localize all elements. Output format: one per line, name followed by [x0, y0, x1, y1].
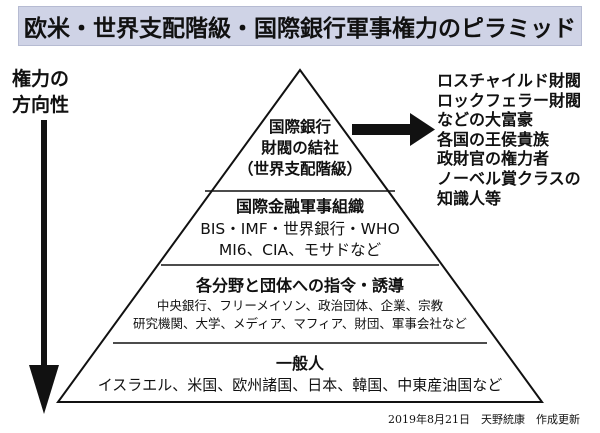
tier2-item: BIS・IMF・世界銀行・WHO — [200, 220, 400, 238]
tier3-item: 中央銀行、フリーメイソン、政治団体、企業、宗教 — [156, 298, 444, 313]
apex-member: ロスチャイルド財閥 — [437, 71, 581, 90]
title-banner: 欧米・世界支配階級・国際銀行軍事権力のピラミッド — [18, 6, 582, 46]
apex-member: ロックフェラー財閥 — [437, 90, 582, 110]
apex-members-list: ロスチャイルド財閥 ロックフェラー財閥 などの大富豪 各国の王侯貴族 政財官の権… — [437, 71, 581, 208]
tier3-title: 各分野と団体への指令・誘導 — [195, 276, 404, 295]
tier3-items: 中央銀行、フリーメイソン、政治団体、企業、宗教 研究機関、大学、メディア、マフィ… — [110, 297, 490, 333]
apex-member: などの大富豪 — [437, 110, 534, 130]
apex-member: 各国の王侯貴族 — [437, 129, 550, 149]
apex-line: （世界支配階級） — [237, 160, 362, 178]
apex-member: ノーベル賞クラスの — [437, 168, 581, 188]
footer-credit: 2019年8月21日 天野統康 作成更新 — [388, 413, 580, 426]
apex-member: 政財官の権力者 — [437, 149, 550, 169]
apex-tier: 国際銀行 財閥の結社 （世界支配階級） — [236, 117, 364, 180]
power-direction-label: 権力の 方向性 — [12, 66, 69, 118]
tier2-items: BIS・IMF・世界銀行・WHO MI6、CIA、モサドなど — [180, 219, 420, 261]
apex-member: 知識人等 — [437, 188, 502, 208]
tier2-title: 国際金融軍事組織 — [235, 197, 364, 216]
tier2-item: MI6、CIA、モサドなど — [218, 241, 382, 259]
apex-arrow-shaft — [352, 124, 412, 135]
tier3-item: 研究機関、大学、メディア、マフィア、財団、軍事会社など — [133, 316, 467, 331]
power-arrow-head — [29, 365, 59, 414]
tier4-items: イスラエル、米国、欧州諸国、日本、韓国、中東産油国など — [60, 374, 540, 395]
power-arrow-shaft — [41, 120, 47, 368]
apex-line: 財閥の結社 — [261, 139, 339, 157]
apex-line: 国際銀行 — [268, 118, 331, 136]
power-direction-line: 権力の — [12, 68, 70, 90]
tier4-title: 一般人 — [275, 354, 324, 373]
tier4-item: イスラエル、米国、欧州諸国、日本、韓国、中東産油国など — [97, 376, 503, 394]
diagram-title: 欧米・世界支配階級・国際銀行軍事権力のピラミッド — [24, 16, 576, 42]
power-direction-line: 方向性 — [12, 94, 70, 116]
apex-arrow-head — [410, 113, 435, 146]
pyramid-outline — [56, 68, 544, 403]
